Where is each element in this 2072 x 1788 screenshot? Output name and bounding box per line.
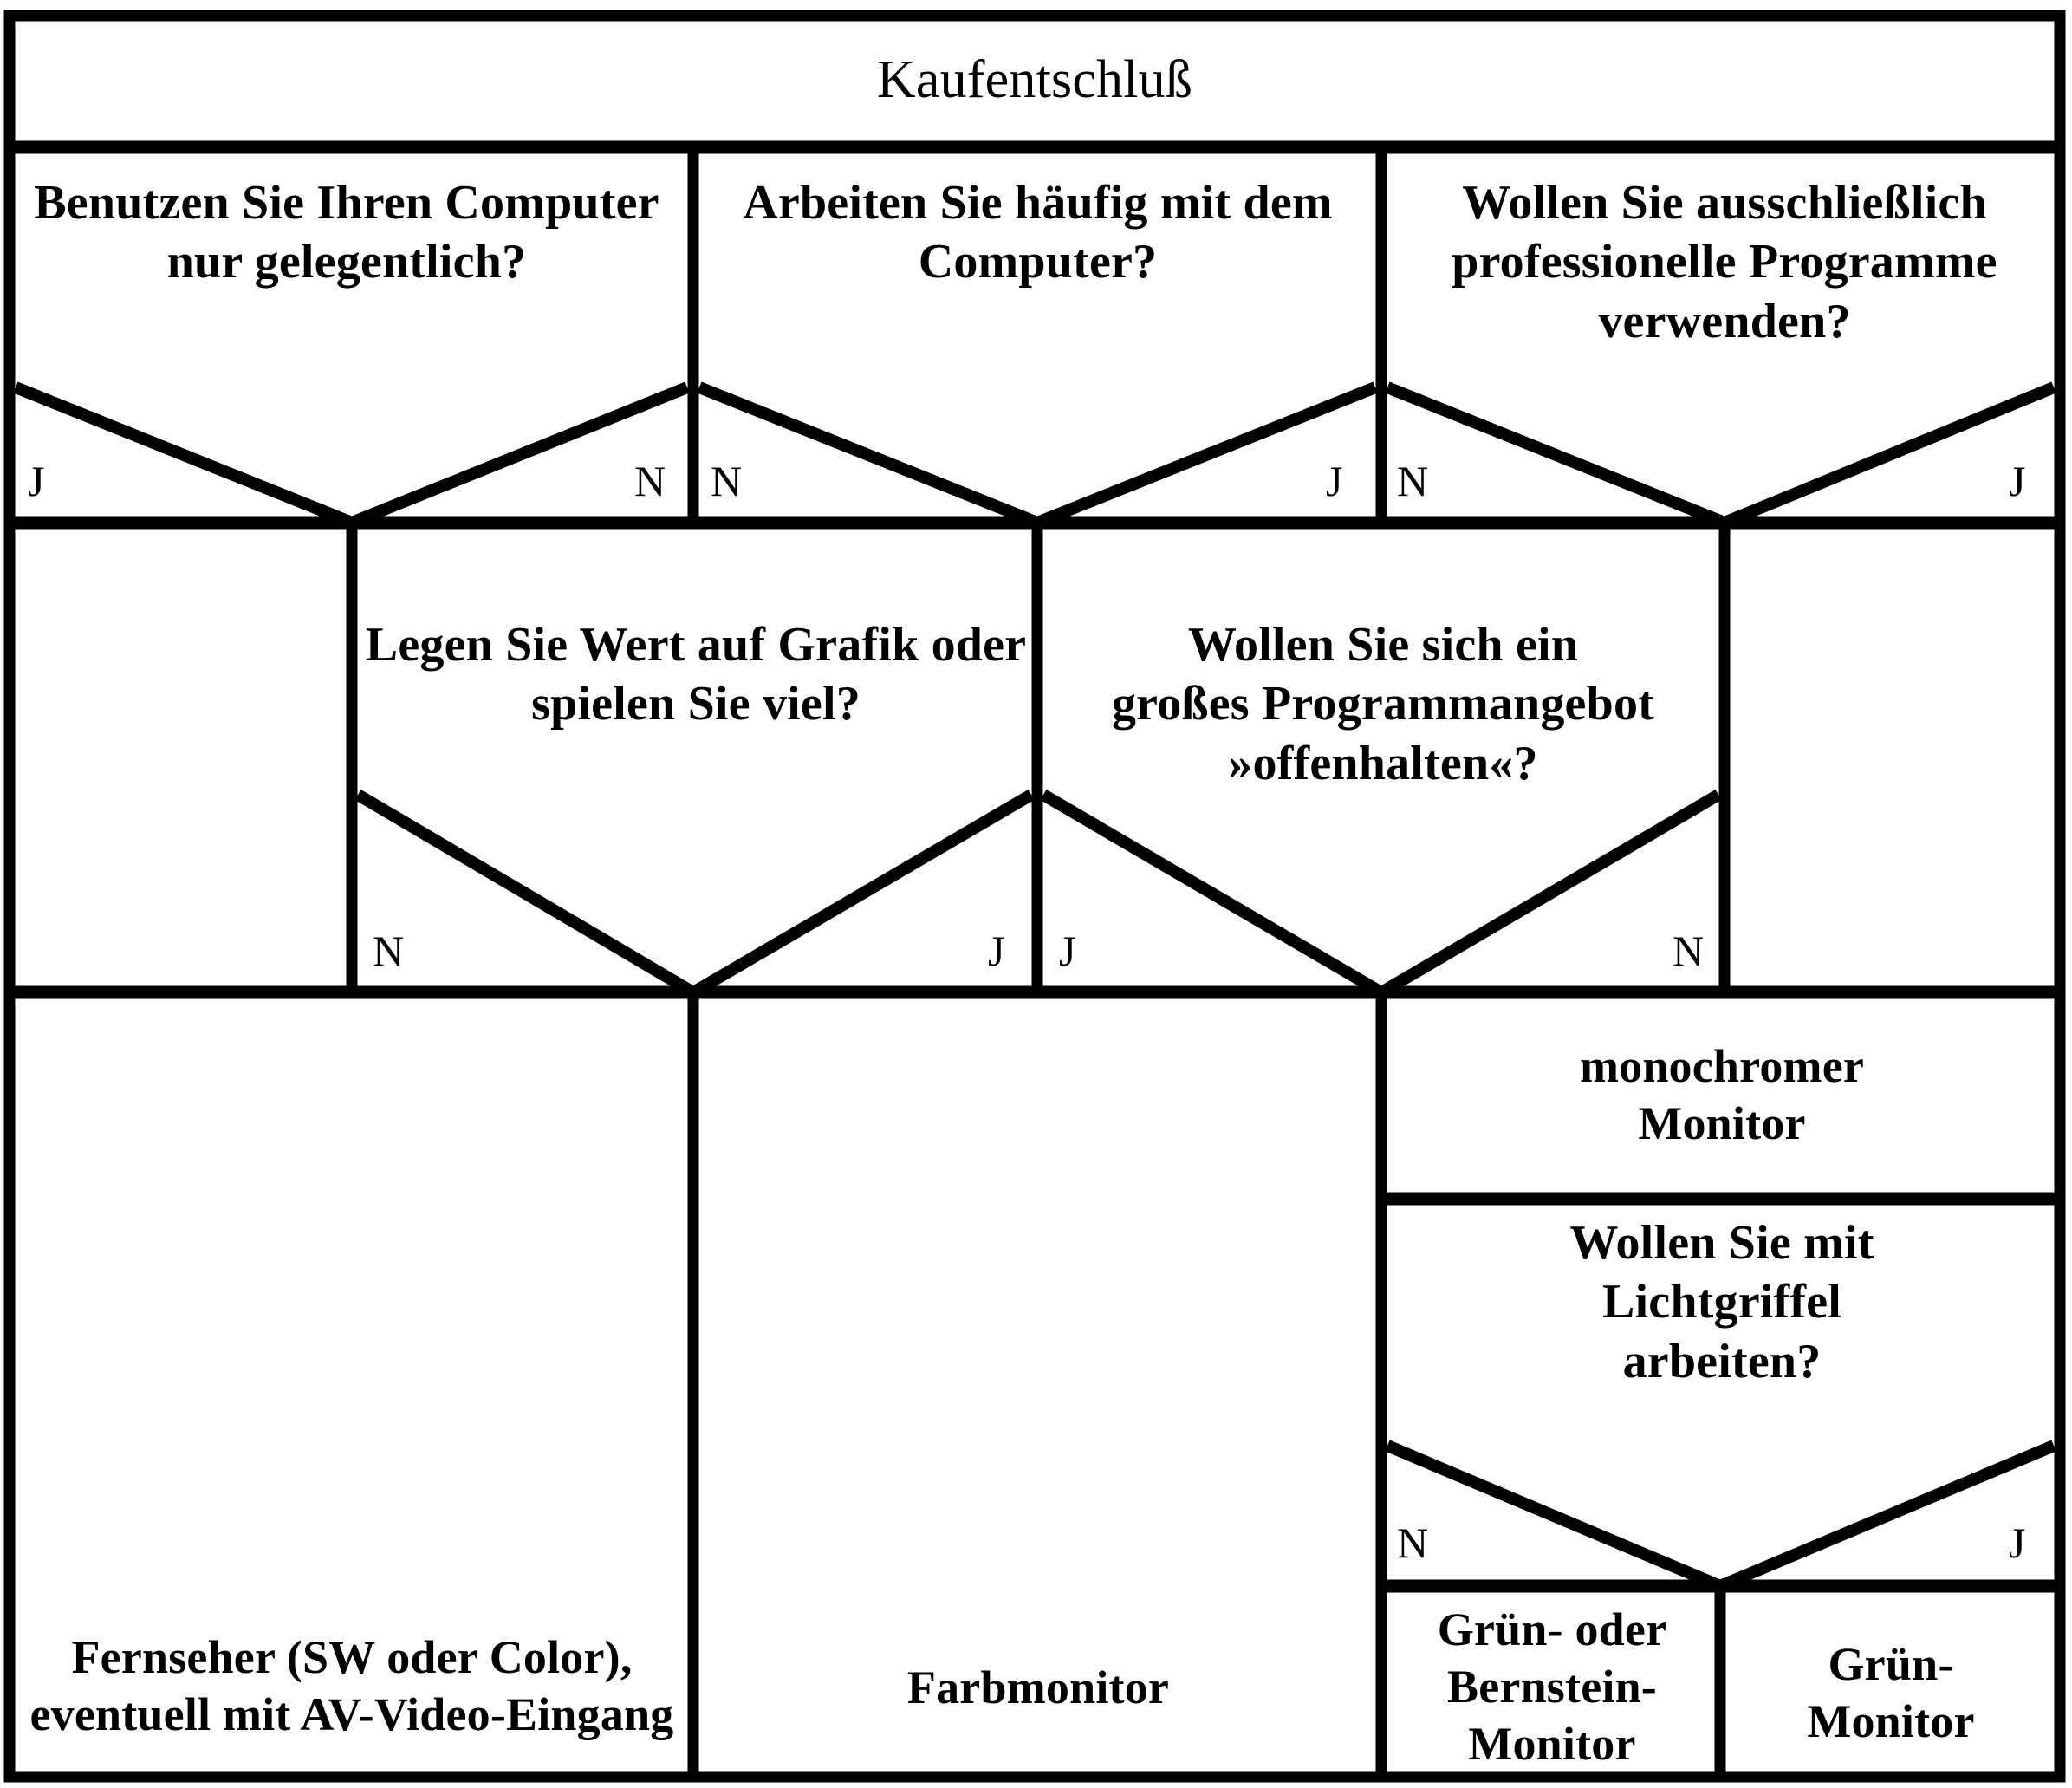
r3-line-2: Monitor xyxy=(1638,1096,1806,1149)
q6-line-3: arbeiten? xyxy=(1622,1334,1822,1388)
q1-right-branch-label: N xyxy=(634,457,666,505)
q6-line-2: Lichtgriffel xyxy=(1601,1275,1842,1330)
result-node-monochromer-monitor: monochromer Monitor xyxy=(1390,1038,2054,1153)
r1-line-1: Fernseher (SW oder Color), xyxy=(71,1631,633,1683)
q1-left-branch-label: J xyxy=(28,457,45,505)
r1-line-2: eventuell mit AV-Video-Eingang xyxy=(29,1687,674,1740)
q5-line-1: Wollen Sie sich ein xyxy=(1187,618,1579,672)
q5-line-3: »offenhalten«? xyxy=(1228,736,1538,790)
q3-right-branch-label: J xyxy=(2009,457,2026,505)
q2-left-branch-label: N xyxy=(711,457,743,505)
result-node-gruen-monitor: Grün- Monitor xyxy=(1727,1636,2055,1751)
q3-line-1: Wollen Sie ausschließlich xyxy=(1462,176,1987,230)
q3-left-branch-label: N xyxy=(1397,457,1429,505)
result-node-farbmonitor: Farbmonitor xyxy=(702,1660,1374,1717)
q3-line-3: verwenden? xyxy=(1598,294,1851,348)
r4-line-1: Grün- oder xyxy=(1437,1603,1667,1655)
r2-line-1: Farbmonitor xyxy=(906,1661,1170,1713)
outer-frame xyxy=(3,10,2066,1783)
q3-branch-vee xyxy=(1385,381,2056,530)
q6-branch-vee xyxy=(1385,1440,2056,1593)
result-node-fernseher: Fernseher (SW oder Color), eventuell mit… xyxy=(17,1629,686,1744)
q2-line-2: Computer? xyxy=(918,235,1158,289)
r5-line-1: Grün- xyxy=(1828,1638,1954,1690)
question-node-q4: Legen Sie Wert auf Grafik oder spielen S… xyxy=(362,615,1030,734)
question-node-q5: Wollen Sie sich ein großes Programmangeb… xyxy=(1049,615,1718,793)
q5-line-2: großes Programmangebot xyxy=(1111,677,1655,731)
r4-line-3: Monitor xyxy=(1468,1717,1636,1770)
page-title: Kaufentschluß xyxy=(876,50,1193,109)
q5-right-branch-label: N xyxy=(1673,927,1705,975)
question-node-q2: Arbeiten Sie häufig mit dem Computer? xyxy=(706,173,1369,292)
q1-line-1: Benutzen Sie Ihren Computer xyxy=(34,176,659,230)
q2-right-branch-label: J xyxy=(1326,457,1343,505)
q5-left-branch-label: J xyxy=(1059,927,1076,975)
q1-line-2: nur gelegentlich? xyxy=(166,235,527,289)
r5-line-2: Monitor xyxy=(1807,1694,1975,1747)
q5-branch-vee xyxy=(1040,789,1722,1000)
q1-branch-vee xyxy=(13,381,690,530)
r3-line-1: monochromer xyxy=(1579,1040,1865,1092)
q4-left-branch-label: N xyxy=(373,927,405,975)
q3-line-2: professionelle Programme xyxy=(1452,235,1997,289)
result-node-gruen-oder-bernstein-monitor: Grün- oder Bernstein- Monitor xyxy=(1390,1602,1714,1773)
q4-right-branch-label: J xyxy=(988,927,1005,975)
q4-branch-vee xyxy=(354,789,1035,1000)
q6-left-branch-label: N xyxy=(1397,1518,1429,1567)
q2-line-1: Arbeiten Sie häufig mit dem xyxy=(743,176,1333,230)
q4-line-1: Legen Sie Wert auf Grafik oder xyxy=(365,618,1027,672)
q4-line-2: spielen Sie viel? xyxy=(531,677,861,731)
q6-line-1: Wollen Sie mit xyxy=(1569,1216,1874,1270)
question-node-q1: Benutzen Sie Ihren Computer nur gelegent… xyxy=(17,173,676,292)
question-node-q6: Wollen Sie mit Lichtgriffel arbeiten? xyxy=(1390,1213,2054,1391)
q6-right-branch-label: J xyxy=(2009,1518,2026,1567)
r4-line-2: Bernstein- xyxy=(1447,1660,1657,1713)
q2-branch-vee xyxy=(697,381,1378,530)
question-node-q3: Wollen Sie ausschließlich professionelle… xyxy=(1395,173,2054,351)
